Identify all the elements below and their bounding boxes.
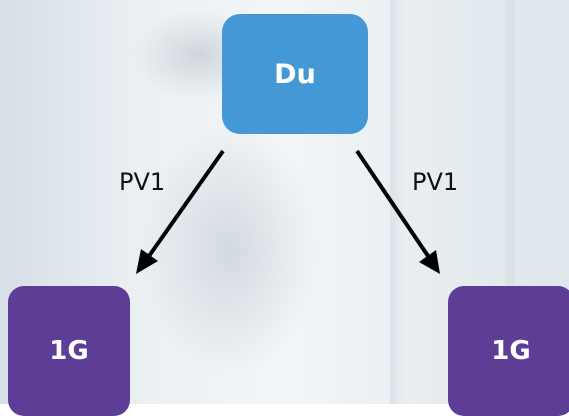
- node-du: Du: [222, 14, 368, 134]
- node-du-label: Du: [274, 58, 316, 90]
- diagram-arrows: [136, 149, 440, 274]
- node-1g-left-label: 1G: [49, 336, 89, 366]
- node-1g-right-label: 1G: [491, 336, 531, 366]
- node-1g-left: 1G: [8, 286, 130, 416]
- arrow-left: [136, 149, 225, 274]
- background-window-frame: [390, 0, 404, 404]
- background-window-frame-right: [505, 0, 515, 404]
- edge-label-left: PV1: [119, 168, 166, 196]
- node-1g-right: 1G: [448, 286, 569, 416]
- edge-label-right: PV1: [412, 168, 459, 196]
- arrow-right: [355, 149, 440, 274]
